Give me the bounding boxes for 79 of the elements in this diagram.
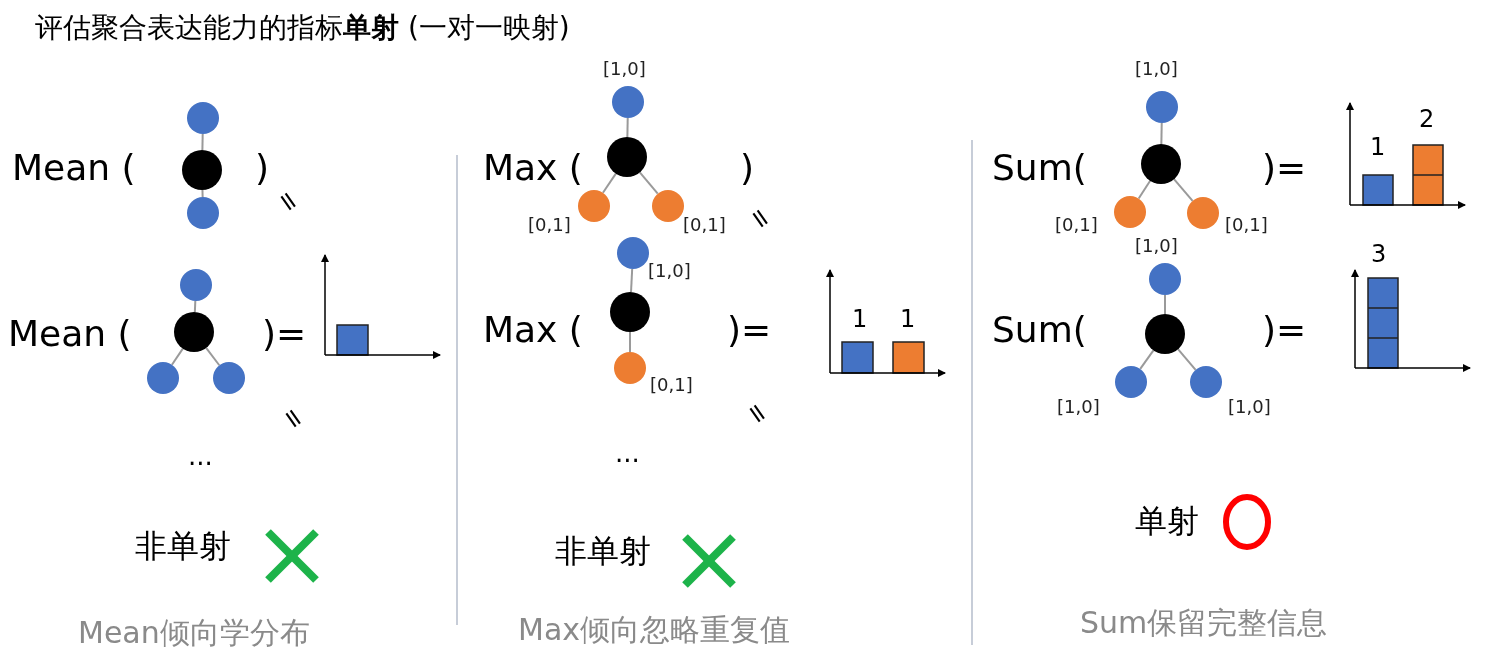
neighbor-node <box>187 102 219 134</box>
formula-text: ) <box>255 150 270 186</box>
edge-line <box>205 346 221 367</box>
edge-line <box>170 347 184 366</box>
vector-label: [0,1] <box>650 376 693 394</box>
neighbor-node <box>1114 196 1146 228</box>
vector-label: [1,0] <box>603 60 646 78</box>
ellipsis: ... <box>188 443 213 469</box>
edge-line <box>638 171 659 195</box>
bar-value: 2 <box>1419 107 1435 131</box>
formula-text: )= <box>262 316 307 352</box>
formula-text: )= <box>727 312 772 348</box>
center-node <box>610 292 650 332</box>
verdict-text: 非单射 <box>135 530 231 562</box>
neighbor-node <box>612 86 644 118</box>
formula-text: Sum( <box>992 312 1087 348</box>
center-node <box>1145 314 1185 354</box>
neighbor-node <box>1146 91 1178 123</box>
edge-line <box>193 300 197 313</box>
vector-label: [0,1] <box>1225 216 1268 234</box>
bar-value: 1 <box>852 307 868 331</box>
neighbor-node <box>187 197 219 229</box>
neighbor-node <box>614 352 646 384</box>
neighbor-node <box>652 190 684 222</box>
neighbor-node <box>1187 197 1219 229</box>
vector-label: [0,1] <box>528 216 571 234</box>
vector-label: [1,0] <box>1228 398 1271 416</box>
formula-text: ) <box>740 150 755 186</box>
formula-text: Sum( <box>992 150 1087 186</box>
verdict-text: 非单射 <box>555 535 651 567</box>
caption-text: Mean倾向学分布 <box>78 618 310 648</box>
vector-label: [0,1] <box>1055 216 1098 234</box>
formula-text: )= <box>1262 312 1307 348</box>
ellipsis: ... <box>615 440 640 466</box>
edge-line <box>201 133 204 151</box>
edge-line <box>1177 348 1197 371</box>
vector-label: [1,0] <box>1135 237 1178 255</box>
formula-text: Mean ( <box>12 150 136 186</box>
edge-line <box>630 268 634 294</box>
center-node <box>182 150 222 190</box>
bar-value: 1 <box>900 307 916 331</box>
neighbor-node <box>147 362 179 394</box>
edge-line <box>1139 349 1155 370</box>
edge-line <box>1160 122 1163 145</box>
center-node <box>1141 144 1181 184</box>
formula-text: Mean ( <box>8 316 132 352</box>
formula-text: )= <box>1262 150 1307 186</box>
vector-label: [1,0] <box>648 262 691 280</box>
equals-sign: = <box>272 184 306 218</box>
edge-line <box>1137 179 1152 200</box>
edge-line <box>626 117 629 138</box>
formula-text: Max ( <box>483 150 583 186</box>
caption-text: Sum保留完整信息 <box>1080 608 1328 638</box>
neighbor-node <box>213 362 245 394</box>
neighbor-node <box>578 190 610 222</box>
center-node <box>607 137 647 177</box>
bar-value: 1 <box>1370 135 1386 159</box>
title: 评估聚合表达能力的指标单射 (一对一映射) <box>35 14 570 42</box>
edge-line <box>1164 294 1166 315</box>
edge-line <box>601 172 617 194</box>
equals-sign: = <box>277 401 311 435</box>
edge-line <box>201 189 204 198</box>
vector-label: [1,0] <box>1135 60 1178 78</box>
caption-text: Max倾向忽略重复值 <box>518 615 791 645</box>
bar-value: 3 <box>1371 242 1387 266</box>
verdict-text: 单射 <box>1135 505 1199 537</box>
vector-label: [1,0] <box>1057 398 1100 416</box>
center-node <box>174 312 214 352</box>
neighbor-node <box>1190 366 1222 398</box>
equals-sign: = <box>741 396 775 430</box>
vector-label: [0,1] <box>683 216 726 234</box>
equals-sign: = <box>744 201 778 235</box>
edge-line <box>1173 178 1194 202</box>
edge-line <box>629 331 631 353</box>
neighbor-node <box>1115 366 1147 398</box>
neighbor-node <box>617 237 649 269</box>
neighbor-node <box>1149 263 1181 295</box>
formula-text: Max ( <box>483 312 583 348</box>
neighbor-node <box>180 269 212 301</box>
